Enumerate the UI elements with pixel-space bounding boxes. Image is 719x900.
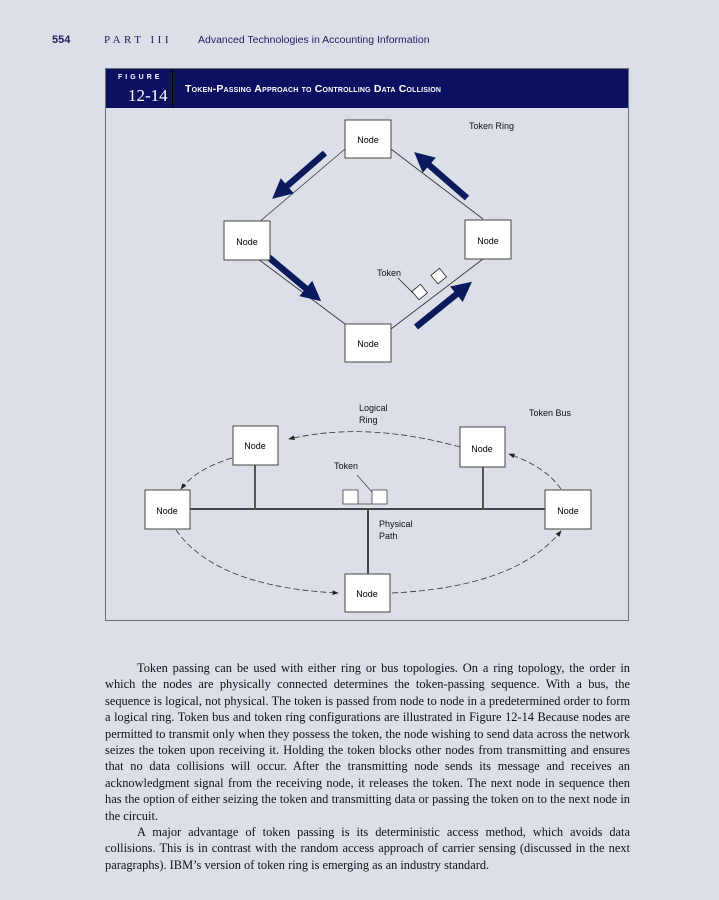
paragraph: A major advantage of token passing is it… [105, 825, 630, 872]
token-passing-diagram: Token Token Ring Node Node Node Node [144, 119, 592, 613]
token-square [430, 267, 448, 285]
node-label: Node [557, 506, 579, 516]
node-label: Node [357, 339, 379, 349]
ring-link [390, 148, 484, 220]
figure-number-block: FIGURE 12-14 [106, 69, 173, 108]
direction-arrows [263, 150, 472, 330]
ring-node: Node [344, 119, 392, 159]
arrow-icon [272, 150, 328, 199]
logical-ring-label-line1: Logical [359, 403, 388, 413]
node-label: Node [356, 589, 378, 599]
bus-node: Node [144, 489, 191, 530]
arrow-icon [414, 152, 470, 201]
arrow-icon [413, 281, 472, 330]
paragraph: Token passing can be used with either ri… [105, 661, 630, 823]
figure-banner: FIGURE 12-14 Token-Passing Approach to C… [106, 69, 628, 108]
figure-number: 12-14 [128, 86, 168, 105]
ring-token [397, 267, 448, 301]
bus-token [342, 474, 388, 505]
node-label: Node [156, 506, 178, 516]
ring-node: Node [344, 323, 392, 363]
token-leader-line [356, 474, 373, 493]
ring-link [257, 258, 346, 325]
page-number: 554 [52, 34, 71, 46]
figure-title: Token-Passing Approach to Controlling Da… [185, 82, 442, 95]
logical-ring-path [288, 431, 461, 448]
physical-path-label-line1: Physical [379, 519, 413, 529]
running-title: Advanced Technologies in Accounting Info… [198, 34, 430, 46]
figure-12-14: FIGURE 12-14 Token-Passing Approach to C… [105, 68, 629, 621]
bus-node: Node [232, 425, 279, 466]
token-leader-line [397, 277, 414, 294]
bus-node: Node [344, 573, 391, 613]
body-text: Token passing can be used with either ri… [105, 660, 630, 873]
ring-node: Node [223, 220, 271, 261]
token-bus-diagram: Token Logical Ring Physical Path Token B… [144, 403, 592, 613]
token-square [371, 489, 388, 505]
ring-link [390, 258, 484, 330]
logical-ring-path [175, 529, 339, 596]
part-label: PART III [104, 34, 172, 46]
running-header: 554 PART III Advanced Technologies in Ac… [52, 34, 430, 50]
arrow-icon [263, 252, 322, 302]
bus-node: Node [544, 489, 592, 530]
ring-node: Node [464, 219, 512, 260]
logical-ring-path [180, 457, 233, 490]
figure-label: FIGURE [118, 74, 163, 81]
token-square [411, 283, 429, 301]
token-bus-label: Token Bus [529, 408, 572, 418]
bus-token-label: Token [334, 461, 358, 471]
physical-path-label-line2: Path [379, 531, 398, 541]
node-label: Node [471, 444, 493, 454]
node-label: Node [236, 237, 258, 247]
node-label: Node [244, 441, 266, 451]
logical-ring-path [508, 453, 562, 490]
ring-token-label: Token [377, 268, 401, 278]
logical-ring-path [391, 530, 562, 594]
token-ring-diagram: Token Token Ring Node Node Node Node [223, 119, 514, 363]
node-label: Node [357, 135, 379, 145]
token-square [342, 489, 359, 505]
ring-link [257, 148, 346, 224]
node-label: Node [477, 236, 499, 246]
logical-ring-label-line2: Ring [359, 415, 378, 425]
token-ring-label: Token Ring [469, 121, 514, 131]
bus-node: Node [459, 426, 506, 468]
